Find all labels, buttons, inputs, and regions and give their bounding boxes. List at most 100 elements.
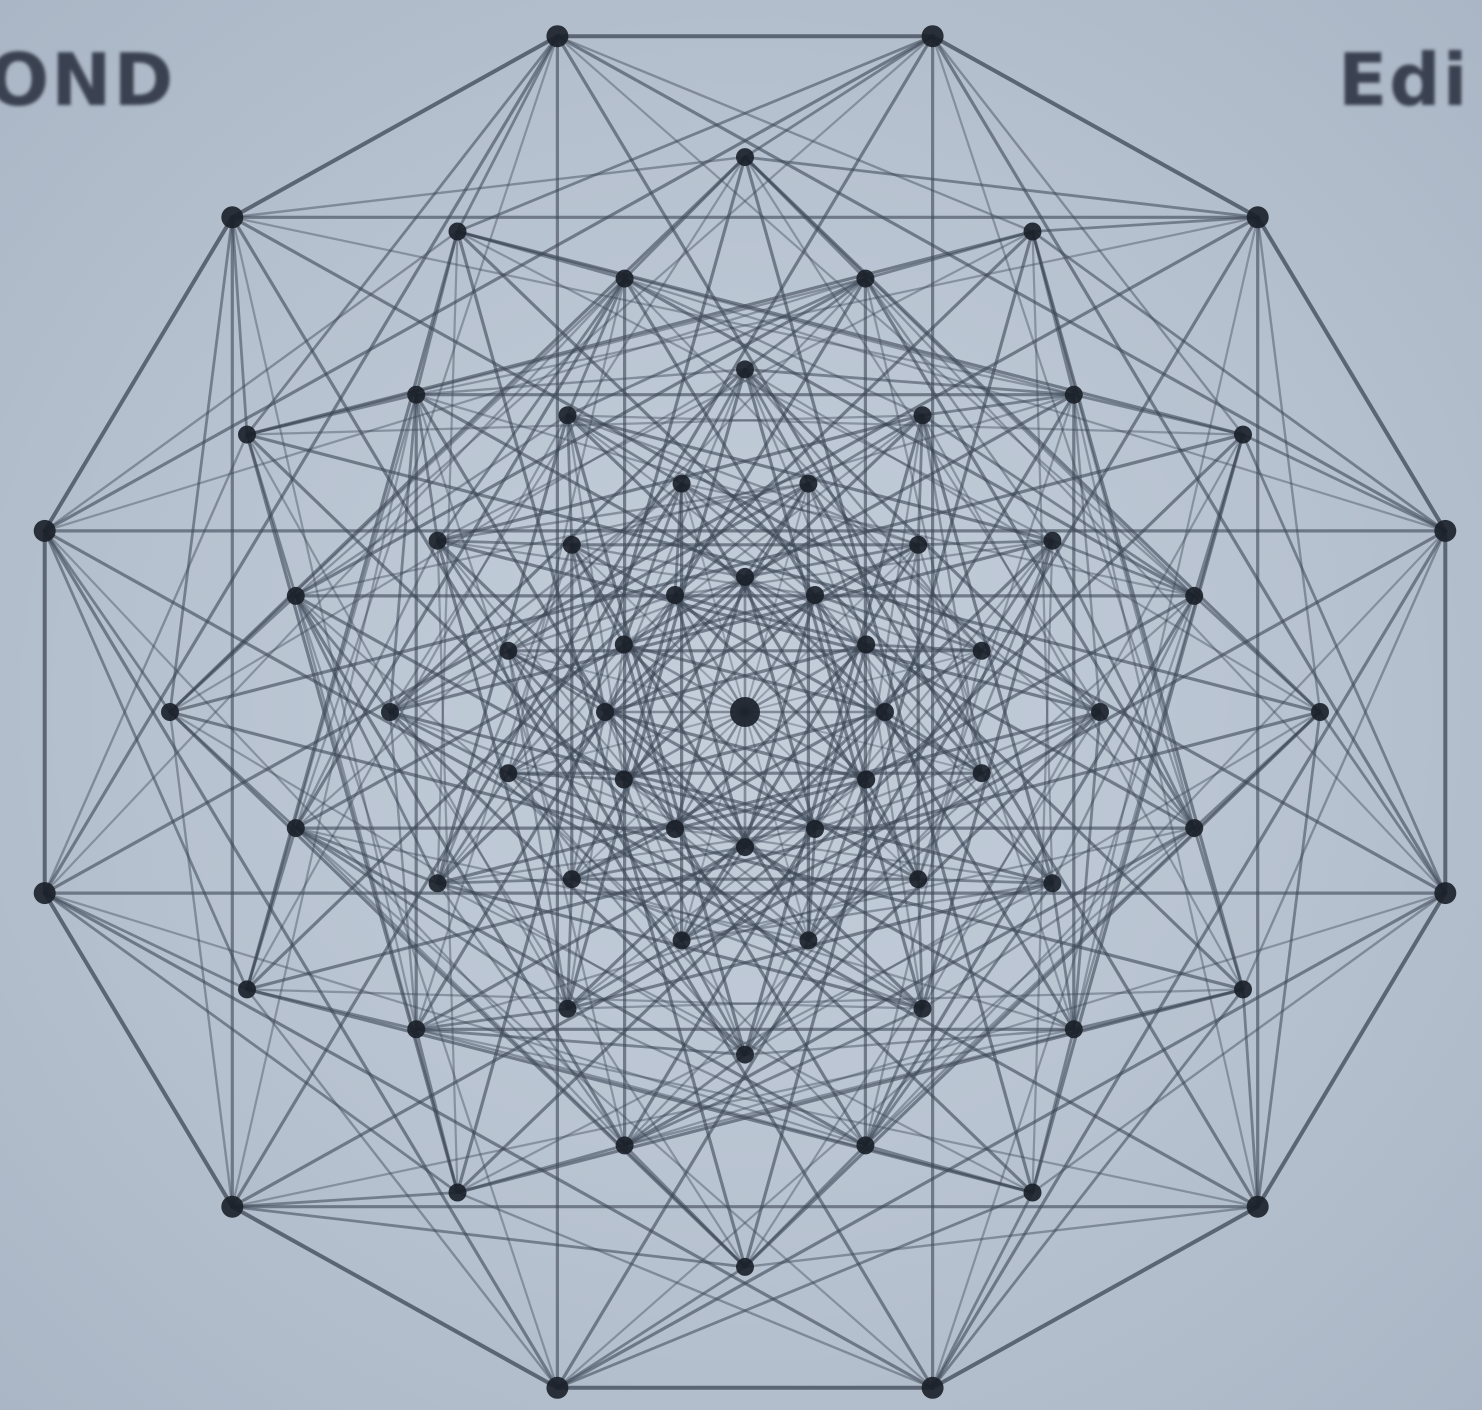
polytope-vertex [615, 771, 633, 789]
polytope-vertex [736, 838, 754, 856]
polytope-vertex [856, 1136, 874, 1154]
polytope-vertex [449, 223, 467, 241]
polytope-vertex [666, 586, 684, 604]
polytope-edge [1258, 217, 1446, 531]
polytope-vertex [666, 820, 684, 838]
corner-label-left: OND [0, 44, 175, 116]
polytope-edge [1258, 217, 1320, 712]
polytope-vertex [799, 475, 817, 493]
polytope-vertex [1043, 874, 1061, 892]
polytope-edge [557, 1193, 1032, 1388]
polytope-vertices [34, 25, 1457, 1399]
polytope-vertex [922, 1377, 944, 1399]
polytope-vertex [1434, 882, 1456, 904]
polytope-edge [170, 712, 232, 1207]
polytope-edge [45, 893, 233, 1207]
polytope-vertex [221, 206, 243, 228]
polytope-vertex [973, 764, 991, 782]
polytope-vertex [238, 980, 256, 998]
polytope-vertex [499, 642, 517, 660]
polytope-vertex [914, 406, 932, 424]
polytope-vertex [449, 1184, 467, 1202]
polytope-edge [458, 36, 933, 231]
polytope-vertex [736, 1046, 754, 1064]
polytope-edge [45, 531, 247, 990]
polytope-vertex [799, 931, 817, 949]
polytope-vertex [1065, 1020, 1083, 1038]
polytope-vertex [559, 1000, 577, 1018]
polytope-vertex [596, 703, 614, 721]
polytope-vertex [238, 426, 256, 444]
polytope-vertex [616, 270, 634, 288]
polytope-vertex [1185, 587, 1203, 605]
polytope-vertex [1311, 703, 1329, 721]
center-vertex [730, 697, 760, 727]
polytope-vertex [559, 406, 577, 424]
polytope-edge [745, 1207, 1258, 1267]
polytope-edge [933, 36, 1258, 217]
polytope-vertex [381, 703, 399, 721]
polytope-edge [933, 1207, 1258, 1388]
polytope-vertex [857, 771, 875, 789]
polytope-edge [232, 157, 745, 217]
polytope-vertex [615, 636, 633, 654]
polytope-edge [557, 1267, 745, 1388]
polytope-vertex [1091, 703, 1109, 721]
polytope-vertex [909, 870, 927, 888]
polytope-edge [170, 217, 232, 712]
polytope-vertex [1065, 386, 1083, 404]
polytope-vertex [857, 636, 875, 654]
polytope-edge [232, 1207, 745, 1267]
polytope-vertex [856, 270, 874, 288]
polytope-vertex [1247, 206, 1269, 228]
polytope-vertex [1185, 819, 1203, 837]
polytope-vertex [1234, 980, 1252, 998]
polytope-vertex [1247, 1196, 1269, 1218]
polytope-vertex [1024, 223, 1042, 241]
polytope-vertex [1043, 532, 1061, 550]
polytope-vertex [563, 870, 581, 888]
polytope-vertex [673, 475, 691, 493]
polytope-vertex [673, 931, 691, 949]
polytope-edge [232, 36, 557, 217]
polytope-vertex [806, 586, 824, 604]
polytope-vertex [161, 703, 179, 721]
polytope-vertex [287, 819, 305, 837]
polytope-vertex [429, 874, 447, 892]
polytope-vertex [736, 568, 754, 586]
polytope-edge [458, 1193, 933, 1388]
polytope-vertex [407, 386, 425, 404]
polytope-edge [1243, 531, 1445, 990]
polytope-vertex [914, 1000, 932, 1018]
polytope-vertex [221, 1196, 243, 1218]
polytope-vertex [1434, 520, 1456, 542]
polytope-edge [232, 1207, 557, 1388]
polytope-vertex [407, 1020, 425, 1038]
polytope-edge [45, 217, 233, 531]
polytope-vertex [736, 360, 754, 378]
polytope-edge [1243, 435, 1445, 893]
polytope-vertex [34, 520, 56, 542]
polytope-vertex [1234, 426, 1252, 444]
polytope-edge [45, 531, 170, 712]
polytope-vertex [287, 587, 305, 605]
polytope-vertex [876, 703, 894, 721]
polytope-vertex [736, 148, 754, 166]
polytope-vertex [909, 536, 927, 554]
polytope-edge [1258, 893, 1446, 1207]
polytope-edge [745, 36, 933, 157]
polytope-vertex [1024, 1184, 1042, 1202]
polytope-vertex [616, 1136, 634, 1154]
polytope-edge [557, 36, 1032, 231]
polytope-edge [45, 435, 247, 893]
polytope-vertex [973, 642, 991, 660]
polytope-vertex [546, 25, 568, 47]
polytope-vertex [922, 25, 944, 47]
polytope-vertex [429, 532, 447, 550]
polytope-vertex [34, 882, 56, 904]
polytope-vertex [499, 764, 517, 782]
corner-label-right: Edi [1338, 44, 1469, 116]
polytope-vertex [736, 1258, 754, 1276]
